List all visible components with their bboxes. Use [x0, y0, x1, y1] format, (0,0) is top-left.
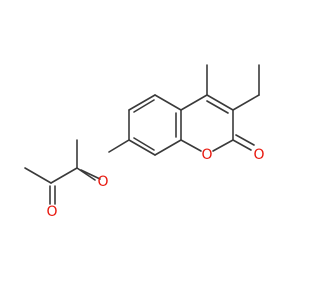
bond	[80, 169, 101, 180]
bond	[154, 139, 182, 156]
structure-canvas: O O O O	[24, 64, 265, 220]
bond	[235, 134, 255, 146]
bond-double-inner	[133, 137, 155, 151]
bond	[180, 94, 208, 111]
ketone-oxygen-label: O	[46, 204, 57, 220]
bond	[76, 167, 96, 181]
bond	[232, 94, 260, 111]
bond	[128, 94, 156, 111]
bond	[154, 94, 182, 111]
bond-double-inner	[206, 100, 229, 114]
bond	[50, 167, 78, 184]
bond-double-inner	[133, 99, 155, 113]
bond	[206, 94, 234, 111]
bond	[24, 167, 52, 184]
skeletal-formula: O O O O	[24, 64, 265, 220]
bond	[108, 139, 130, 153]
carbonyl-oxygen-label: O	[253, 147, 264, 163]
ring-oxygen-label: O	[201, 147, 212, 163]
bond	[180, 139, 202, 152]
ether-oxygen-label: O	[97, 174, 108, 190]
bond	[128, 139, 156, 156]
bond	[232, 139, 252, 151]
bond	[212, 139, 234, 152]
